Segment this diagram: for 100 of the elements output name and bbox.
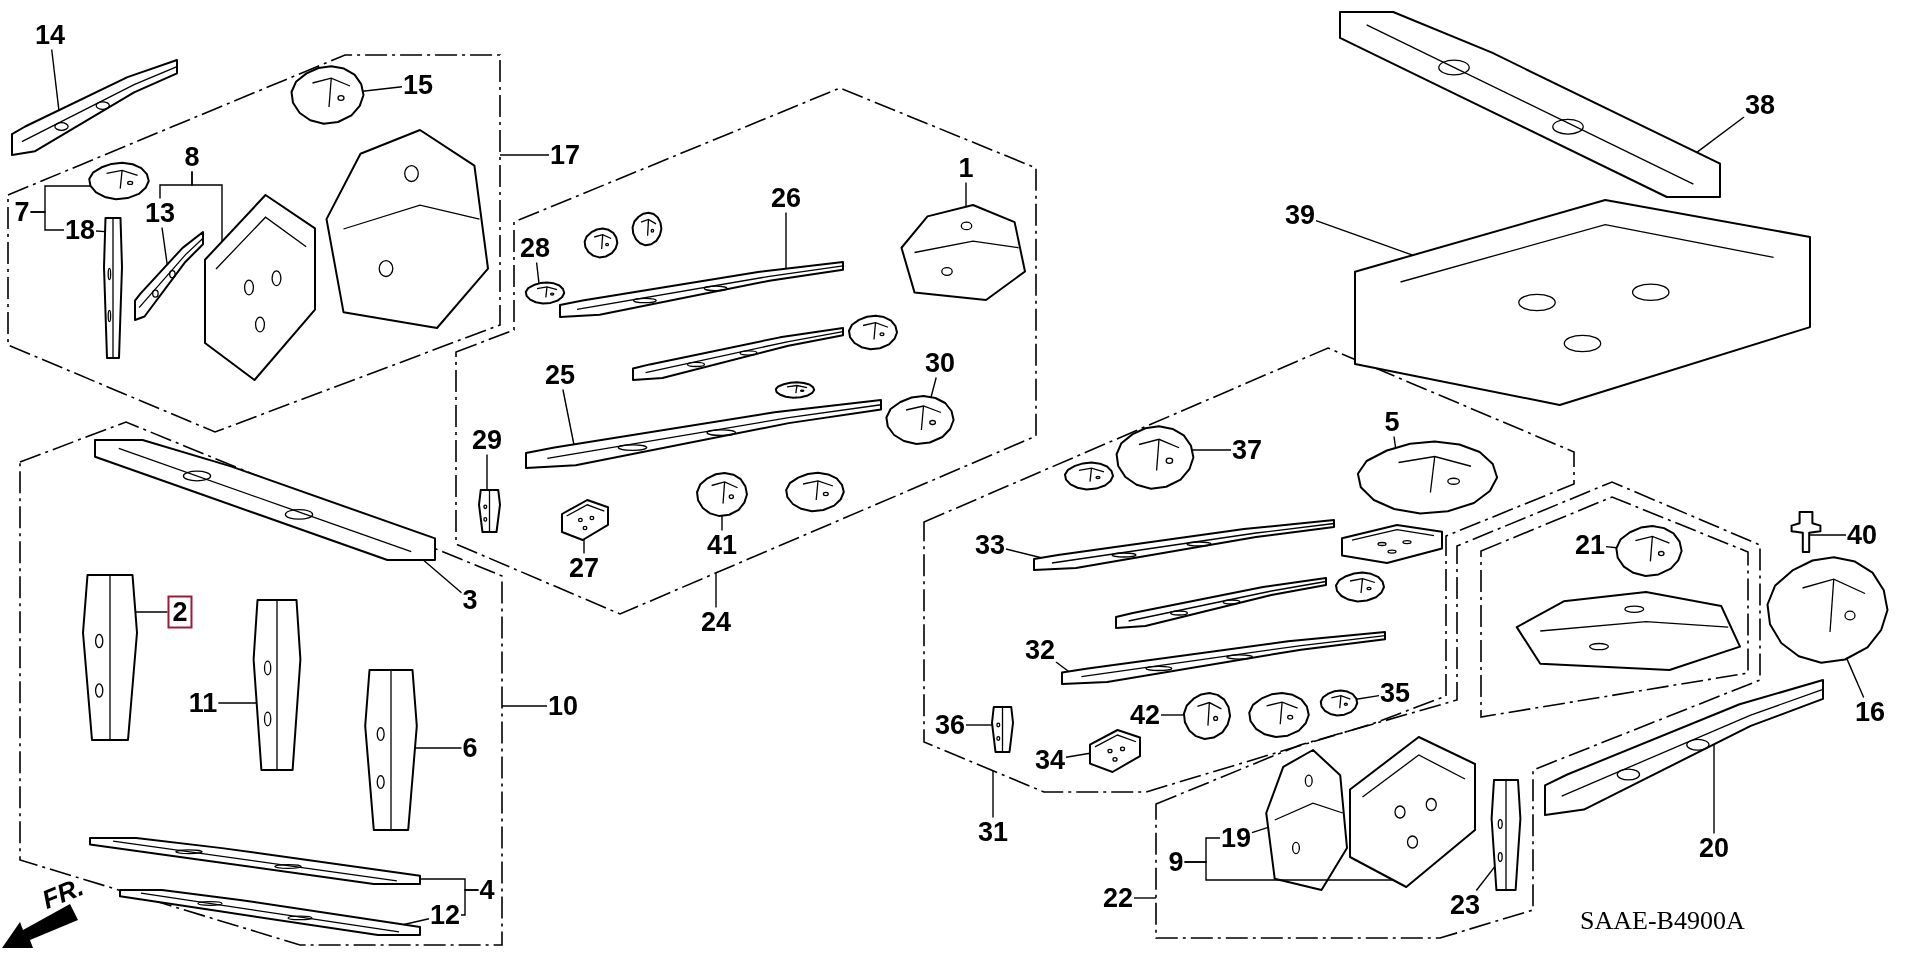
callout-number: 11: [187, 688, 219, 718]
callout-number: 39: [1284, 200, 1316, 230]
rail-drawing: [1034, 520, 1334, 570]
callout-number: 7: [13, 197, 31, 227]
leader-line: [535, 261, 540, 285]
callout-number: 2: [167, 595, 193, 629]
bracket-drawing: [1615, 525, 1683, 577]
callout-number: 6: [461, 733, 479, 763]
rail-drawing: [526, 400, 881, 468]
panel-drawing: [562, 500, 608, 540]
leader-line: [51, 48, 60, 111]
leader-line: [1191, 449, 1232, 451]
dashed-group-outline: [920, 344, 1578, 796]
callout-number: 21: [1574, 530, 1606, 560]
callout-number: 34: [1034, 745, 1066, 775]
callout-number: 4: [478, 875, 496, 905]
callout-number: 17: [549, 140, 581, 170]
leader-line: [1055, 661, 1070, 673]
bracket-drawing: [885, 395, 955, 445]
leader-line: [403, 918, 430, 926]
front-direction-label: FR.: [37, 871, 89, 916]
callout-number: 9: [1167, 847, 1185, 877]
callout-number: 14: [34, 20, 66, 50]
callout-number: 13: [144, 198, 176, 228]
leader-line: [422, 559, 463, 594]
bracket-drawing: [775, 382, 815, 398]
panel-drawing: [1090, 730, 1140, 772]
leader-line: [1393, 435, 1397, 449]
bracket-drawing: [525, 282, 565, 304]
callout-number: 28: [519, 233, 551, 263]
callout-number: 27: [568, 553, 600, 583]
leader-line: [161, 226, 168, 266]
rail-drawing: [1545, 680, 1823, 815]
leader-line: [1475, 865, 1496, 892]
bracket-drawing: [1064, 462, 1114, 490]
rail-drawing: [1062, 632, 1385, 684]
rail-drawing: [135, 232, 203, 320]
leader-line: [1355, 694, 1380, 700]
rail-drawing: [12, 60, 177, 155]
callout-number: 16: [1854, 697, 1886, 727]
leader-line: [930, 376, 937, 398]
housing-drawing: [1262, 750, 1347, 890]
callout-number: 30: [924, 348, 956, 378]
leader-line: [1133, 897, 1157, 899]
callout-number: 40: [1846, 520, 1878, 550]
callout-number: 26: [770, 183, 802, 213]
leader-line: [1315, 220, 1414, 256]
callout-number: 37: [1231, 435, 1263, 465]
bracket-drawing: [290, 65, 365, 125]
leader-line: [1160, 714, 1185, 716]
callout-number: 35: [1379, 678, 1411, 708]
leader-line: [992, 770, 994, 819]
leader-line: [460, 889, 480, 916]
panel-drawing: [1350, 737, 1475, 887]
bolt-drawing: [1790, 512, 1822, 552]
callout-number: 33: [974, 530, 1006, 560]
diagram-code: SAAE-B4900A: [1580, 906, 1745, 936]
leader-line: [1183, 861, 1394, 881]
panel-drawing: [1355, 200, 1810, 405]
panel-drawing: [205, 195, 315, 380]
bracket-drawing: [785, 472, 845, 512]
leader-line: [1713, 743, 1715, 835]
callout-number: 31: [977, 817, 1009, 847]
leader-line: [501, 705, 548, 707]
leader-line: [965, 724, 993, 726]
rail-drawing: [633, 328, 843, 380]
callout-number: 25: [544, 360, 576, 390]
leader-line: [965, 181, 967, 208]
leader-line: [217, 702, 258, 704]
leader-line: [134, 611, 169, 613]
panel-drawing: [1342, 525, 1442, 563]
bracket-drawing: [88, 162, 150, 200]
leader-line: [29, 211, 65, 231]
leader-line: [1696, 116, 1745, 154]
callout-number: 24: [700, 607, 732, 637]
callout-number: 8: [183, 142, 201, 172]
callout-number: 20: [1698, 833, 1730, 863]
bracket-drawing: [848, 315, 898, 350]
leader-line: [721, 515, 723, 532]
leader-line: [715, 572, 717, 609]
callout-number: 29: [471, 425, 503, 455]
callout-number: 36: [934, 710, 966, 740]
leader-line: [1808, 534, 1847, 536]
callout-number: 19: [1220, 823, 1252, 853]
dashed-group-outline: [1477, 493, 1752, 721]
bracket-drawing: [1765, 555, 1890, 665]
rail-drawing: [90, 838, 420, 884]
leader-line: [1605, 545, 1618, 549]
callout-number: 23: [1449, 890, 1481, 920]
rail-drawing: [1340, 12, 1720, 197]
leader-line: [1846, 657, 1865, 699]
callout-number: 22: [1102, 883, 1134, 913]
rail-drawing: [120, 890, 420, 935]
leader-line: [414, 747, 463, 749]
rail-drawing: [95, 440, 435, 560]
callout-number: 3: [461, 585, 479, 615]
leader-line: [1065, 752, 1091, 758]
bracket-drawing: [1183, 692, 1231, 740]
bracket-drawing: [1115, 425, 1195, 490]
leader-line: [362, 86, 403, 92]
